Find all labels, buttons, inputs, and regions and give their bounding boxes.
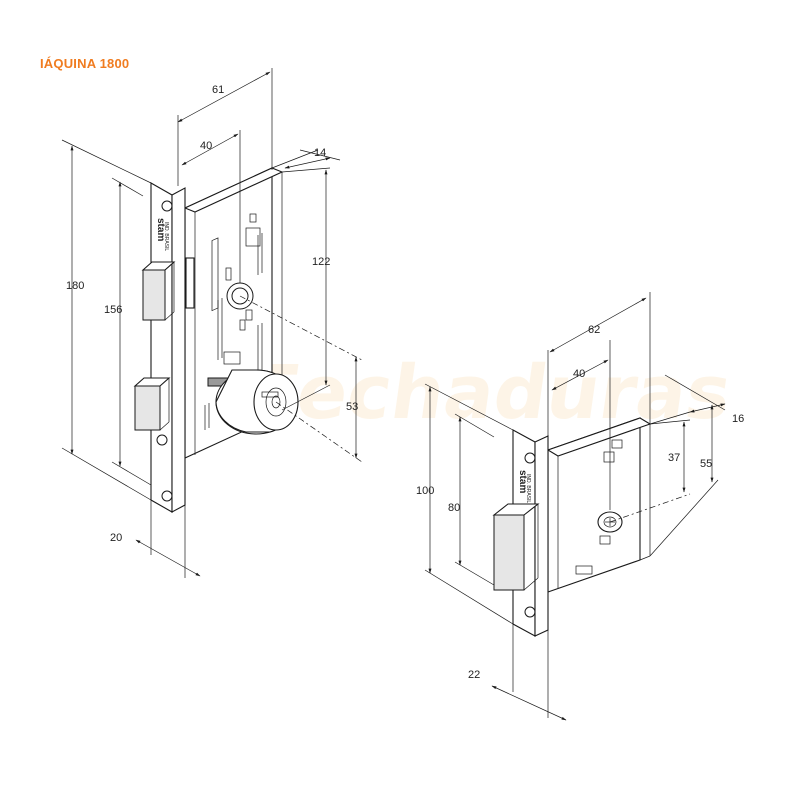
right-lock-body	[546, 417, 652, 593]
left-lock-drawing: stam IND. BRASIL	[61, 68, 363, 578]
page-title: IÁQUINA 1800	[40, 56, 130, 71]
dim-40-label: 40	[200, 140, 212, 152]
dim-55-label: 55	[700, 458, 712, 470]
dim-80-label: 80	[448, 502, 460, 514]
dim-61-label: 61	[212, 84, 224, 96]
right-brand-sub: IND. BRASIL	[525, 474, 531, 503]
dim-100-label: 100	[416, 485, 434, 497]
dim-40-right-label: 40	[573, 368, 585, 380]
right-faceplate: stam IND. BRASIL	[492, 429, 549, 637]
dim-53-label: 53	[346, 401, 358, 413]
right-brand-engraving: stam	[517, 470, 528, 493]
dim-37-label: 37	[668, 452, 680, 464]
left-faceplate: stam IND. BRASIL	[133, 182, 195, 513]
right-dimension-lines	[424, 292, 726, 721]
left-brand-sub: IND. BRASIL	[163, 222, 169, 251]
dim-156-label: 156	[104, 304, 122, 316]
right-lock-drawing: stam IND. BRASIL	[416, 292, 744, 721]
dim-22-label: 22	[468, 669, 480, 681]
left-lock-body	[183, 167, 299, 459]
dim-180-label: 180	[66, 280, 84, 292]
dim-20-label: 20	[110, 532, 122, 544]
left-brand-engraving: stam	[155, 218, 166, 241]
dim-62-label: 62	[588, 324, 600, 336]
dim-16-label: 16	[732, 413, 744, 425]
left-dimension-lines	[61, 68, 363, 578]
dim-14-label: 14	[314, 147, 326, 159]
dim-122-label: 122	[312, 256, 330, 268]
